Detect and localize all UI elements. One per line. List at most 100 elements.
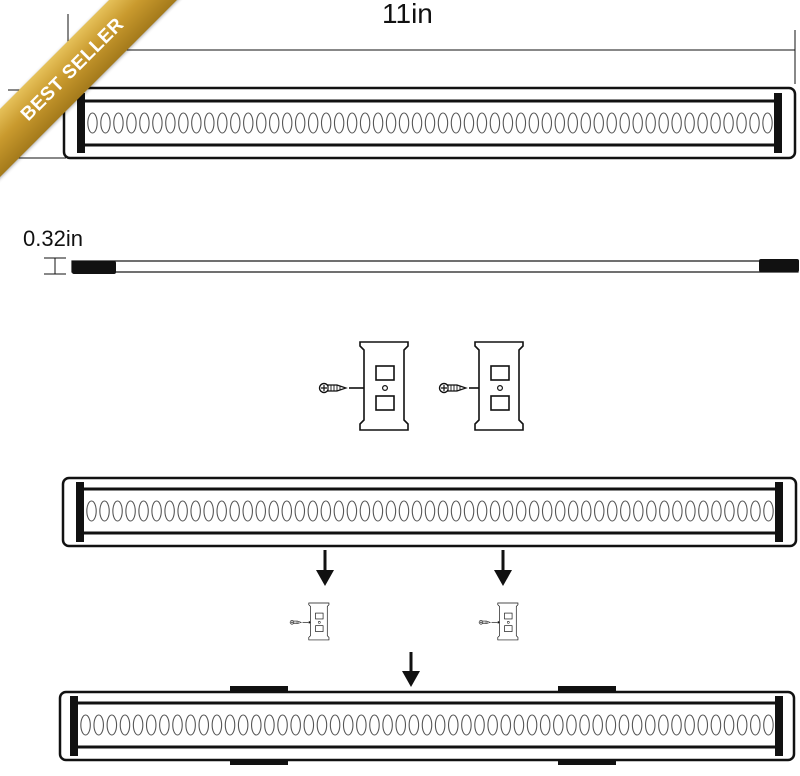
mounting-clip-icon [308,602,330,641]
mounting-clip-icon [359,341,409,431]
led-chip [382,714,393,736]
led-chip [159,714,170,736]
led-chip [255,500,266,522]
led-chip [710,112,721,134]
led-chip [554,500,566,522]
screw-icon [289,620,312,625]
led-chip [216,500,227,522]
led-chip [474,714,485,736]
led-chip [658,714,669,736]
led-chips-row [80,714,774,736]
length-dimension-label: 11in [382,0,433,29]
led-chip [593,112,604,134]
led-chip [177,500,188,522]
led-chip [487,714,498,736]
led-chip [421,714,433,736]
led-chip [359,112,371,134]
led-chip [356,714,367,736]
led-chip [592,714,603,736]
led-chip [80,714,91,736]
led-chip [243,112,254,134]
led-chip [606,112,617,134]
led-chip [710,714,722,736]
led-chip [217,112,228,134]
led-chip [737,500,748,522]
led-chip [113,112,124,134]
led-chip [346,500,358,522]
led-chip [281,112,293,134]
led-chip [198,714,210,736]
led-chip [567,500,579,522]
led-chip [237,714,249,736]
led-chip [164,500,175,522]
led-chip [672,500,683,522]
led-chip [204,112,215,134]
led-chip [566,714,577,736]
led-chip [316,714,328,736]
led-chip [251,714,262,736]
led-chip [138,500,149,522]
led-chip [528,112,540,134]
led-chip [229,500,240,522]
led-chip [346,112,358,134]
led-chip [424,112,436,134]
led-chip [594,500,605,522]
screw-icon [318,382,371,394]
led-chip [398,112,410,134]
led-chip [450,500,462,522]
led-chip [224,714,236,736]
led-chip [256,112,267,134]
led-chip [290,714,301,736]
led-chip [281,500,293,522]
led-chip [711,500,722,522]
led-chip [165,112,176,134]
led-chip [553,714,564,736]
led-chip [502,500,514,522]
led-chip [646,500,657,522]
led-chip [618,714,630,736]
led-chip [329,714,341,736]
led-chip [437,112,449,134]
led-chip [697,714,709,736]
led-chip [86,500,97,522]
mounting-clip-icon [497,602,519,641]
led-chip [372,112,384,134]
led-chip [632,112,643,134]
led-chip [191,112,202,134]
led-chip [152,112,163,134]
thickness-dimension-label: 0.32in [23,226,83,251]
led-chip [461,714,472,736]
led-chip [307,112,319,134]
led-chip [539,714,551,736]
led-chip [567,112,579,134]
led-chip [489,500,501,522]
led-bar-top-view [62,86,797,160]
led-chip [294,112,306,134]
led-bar-side-profile [44,257,799,275]
led-chip [411,500,423,522]
led-chip [106,714,118,736]
led-chip [541,500,553,522]
led-chip [126,112,137,134]
led-chip [476,500,488,522]
led-chip [100,112,111,134]
led-chip [515,500,527,522]
led-chip [671,714,682,736]
led-chip [671,112,682,134]
led-chip [333,500,345,522]
led-chip [264,714,275,736]
led-bar-front [61,476,798,548]
led-chip [620,500,631,522]
led-chip [369,714,380,736]
led-chip [685,500,696,522]
led-chip [763,714,774,736]
led-chip [500,714,512,736]
led-chip [528,500,540,522]
mounting-clip-small-left [289,602,330,641]
led-chip [633,500,644,522]
led-bar-installed [58,686,796,765]
led-chip [658,112,669,134]
led-chip [541,112,553,134]
led-chip [145,714,157,736]
